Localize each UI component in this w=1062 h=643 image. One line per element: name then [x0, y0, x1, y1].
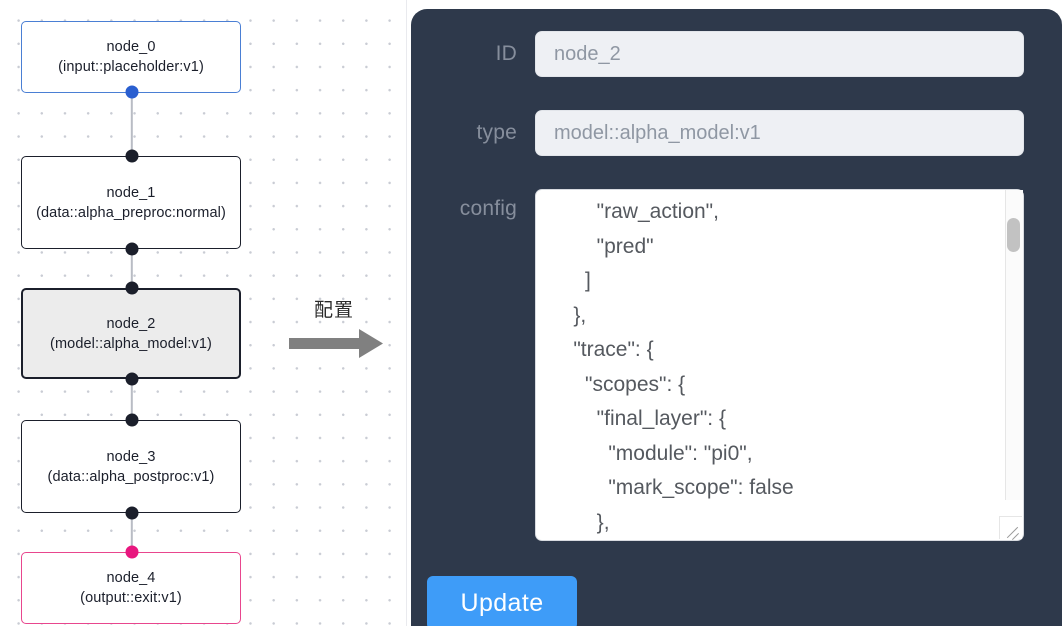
- node-subtitle: (data::alpha_preproc:normal): [36, 204, 226, 221]
- node-title: node_2: [106, 315, 156, 332]
- graph-node-node_3[interactable]: node_3 (data::alpha_postproc:v1): [21, 420, 241, 513]
- edge-node_3-node_4[interactable]: [130, 511, 134, 555]
- node-subtitle: (data::alpha_postproc:v1): [47, 468, 215, 485]
- node_2-target-handle[interactable]: [125, 281, 139, 295]
- arrow-right-icon: [289, 329, 383, 358]
- node-title: node_4: [106, 570, 156, 586]
- node_3-target-handle[interactable]: [125, 413, 139, 427]
- config-arrow-annotation: 配置: [289, 297, 399, 359]
- id-input[interactable]: node_2: [535, 31, 1024, 77]
- node_0-source-handle[interactable]: [125, 85, 139, 99]
- update-button[interactable]: Update: [427, 576, 577, 626]
- edge-node_1-node_2[interactable]: [130, 247, 134, 291]
- node-title: node_1: [106, 184, 156, 201]
- config-scrollbar-thumb[interactable]: [1006, 218, 1020, 252]
- arrow-label: 配置: [313, 299, 354, 321]
- field-row-type: type model::alpha_model:v1: [427, 110, 1024, 156]
- node_1-source-handle[interactable]: [125, 242, 139, 256]
- node-title: node_3: [106, 448, 156, 465]
- id-field-label: ID: [495, 42, 517, 65]
- node_1-target-handle[interactable]: [125, 149, 139, 163]
- field-row-id: ID node_2: [427, 31, 1024, 77]
- node_3-source-handle[interactable]: [125, 506, 139, 520]
- field-row-config: config "raw_action", "pred" ] }, "trace"…: [427, 189, 1024, 541]
- node-subtitle: (input::placeholder:v1): [58, 59, 204, 75]
- config-textarea[interactable]: "raw_action", "pred" ] }, "trace": { "sc…: [535, 189, 1024, 541]
- node_2-source-handle[interactable]: [125, 372, 139, 386]
- node-config-panel: ID node_2 type model::alpha_model:v1 con…: [411, 9, 1062, 626]
- node-subtitle: (output::exit:v1): [80, 590, 182, 606]
- node-title: node_0: [106, 39, 156, 55]
- config-field-label: config: [459, 197, 517, 220]
- graph-node-node_1[interactable]: node_1 (data::alpha_preproc:normal): [21, 156, 241, 249]
- config-scrollbar-track[interactable]: [1005, 190, 1023, 500]
- type-field-label: type: [476, 121, 517, 144]
- config-textarea-wrapper: "raw_action", "pred" ] }, "trace": { "sc…: [535, 189, 1024, 541]
- graph-node-node_4[interactable]: node_4 (output::exit:v1): [21, 552, 241, 624]
- canvas-bottom-strip: [0, 626, 1062, 643]
- edge-node_0-node_1[interactable]: [130, 90, 134, 158]
- config-resize-grip[interactable]: [999, 516, 1022, 539]
- node_4-target-handle[interactable]: [125, 545, 139, 559]
- panel-left-edge: [406, 0, 407, 626]
- node-subtitle: (model::alpha_model:v1): [50, 335, 212, 352]
- type-input[interactable]: model::alpha_model:v1: [535, 110, 1024, 156]
- graph-node-node_0[interactable]: node_0 (input::placeholder:v1): [21, 21, 241, 93]
- graph-node-node_2[interactable]: node_2 (model::alpha_model:v1): [21, 288, 241, 379]
- edge-node_2-node_3[interactable]: [130, 377, 134, 423]
